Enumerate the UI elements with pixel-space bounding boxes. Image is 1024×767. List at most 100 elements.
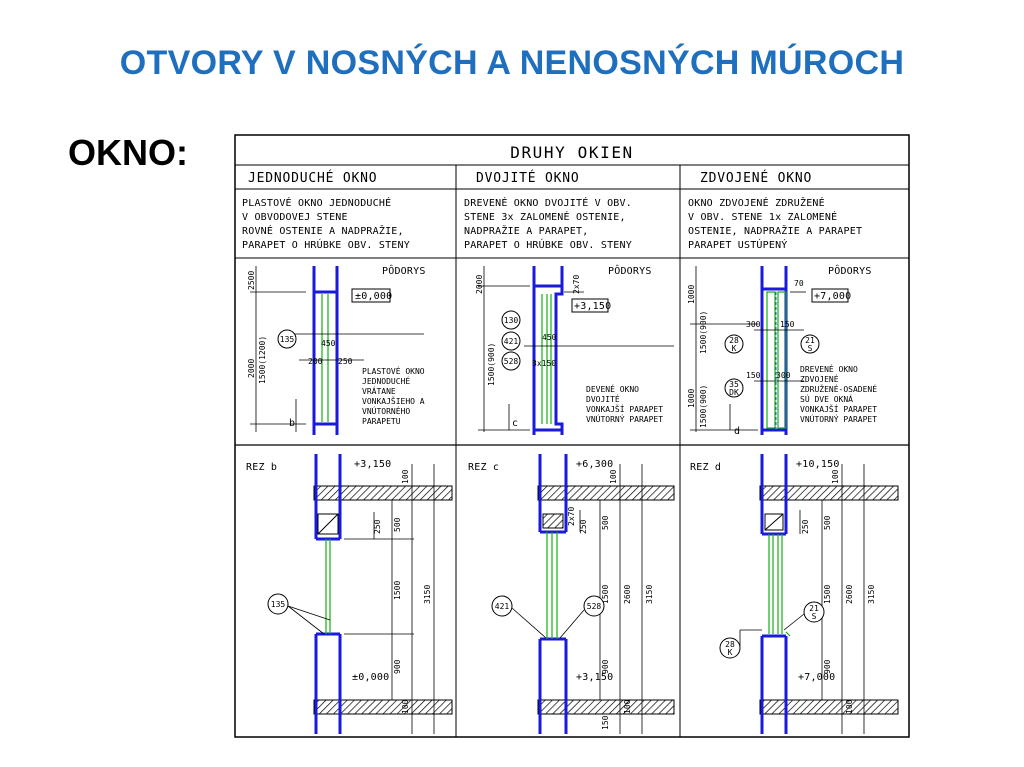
plan-double: PÔDORYS +3,150 2000 1500(900) 2x70 450 3… bbox=[475, 264, 674, 435]
note-line: VONKAJŠIEHO A bbox=[362, 395, 425, 406]
dim-text: 900 bbox=[393, 659, 402, 674]
section-level: +3,150 bbox=[354, 459, 391, 470]
plan-note: PLASTOVÉ OKNO JEDNODUCHÉ VRÁTANE VONKAJŠ… bbox=[362, 365, 425, 426]
dim-text: 100 bbox=[401, 699, 410, 714]
plan-single: PÔDORYS ±0,000 2500 2000 1500(1200) 450 … bbox=[247, 264, 426, 435]
description-line: PARAPET O HRÚBKE OBV. STENY bbox=[242, 238, 410, 251]
dim-text: 500 bbox=[601, 515, 610, 530]
dim-text: 1500 bbox=[601, 585, 610, 604]
dim-text: 1500(900) bbox=[699, 385, 708, 428]
dim-text: 150 bbox=[746, 371, 761, 380]
description-line: ROVNÉ OSTENIE A NADPRAŽIE, bbox=[242, 224, 404, 237]
section-coupled: REZ d +10,150 +7,000 100 500 250 1500 26… bbox=[690, 454, 899, 734]
section-level: +6,300 bbox=[576, 459, 613, 470]
description-line: V OBV. STENE 1x ZALOMENÉ bbox=[688, 210, 837, 223]
dim-text: 300 bbox=[746, 320, 761, 329]
section-label: REZ d bbox=[690, 462, 721, 473]
description-line: PLASTOVÉ OKNO JEDNODUCHÉ bbox=[242, 196, 391, 209]
dim-text: 3x150 bbox=[532, 359, 556, 368]
dim-text: 1000 bbox=[687, 285, 696, 304]
dim-text: 2600 bbox=[623, 585, 632, 604]
window-types-drawing: DRUHY OKIEN JEDNODUCHÉ OKNO DVOJITÉ OKNO… bbox=[234, 134, 910, 738]
tag-circle: 528 bbox=[504, 357, 519, 366]
note-line: DEVENÉ OKNO bbox=[586, 383, 639, 394]
dim-text: 2000 bbox=[247, 359, 256, 378]
note-line: JEDNODUCHÉ bbox=[362, 375, 410, 386]
tag-circle: 421 bbox=[495, 602, 510, 611]
section-label: REZ c bbox=[468, 462, 499, 473]
plan-note: DREVENÉ OKNO ZDVOJENÉ ZDRUŽENÉ-OSADENÉ S… bbox=[800, 363, 877, 424]
dim-text: 70 bbox=[794, 279, 804, 288]
section-marker: c bbox=[512, 418, 518, 429]
note-line: ZDVOJENÉ bbox=[800, 373, 839, 384]
description-line: PARAPET USTÚPENÝ bbox=[688, 238, 788, 251]
dim-text: 500 bbox=[393, 517, 402, 532]
dim-text: 500 bbox=[823, 515, 832, 530]
note-line: PLASTOVÉ OKNO bbox=[362, 365, 425, 376]
plan-label: PÔDORYS bbox=[828, 264, 872, 277]
drawing-frame bbox=[234, 134, 910, 738]
section-single: REZ b +3,150 ±0,000 100 500 250 1500 bbox=[246, 454, 453, 734]
dim-text: 200 bbox=[308, 357, 323, 366]
section-level: +7,000 bbox=[798, 672, 835, 683]
section-level: +10,150 bbox=[796, 459, 840, 470]
dim-text: 1500(1200) bbox=[258, 336, 267, 384]
plan-level: ±0,000 bbox=[355, 291, 392, 302]
dim-text: 450 bbox=[542, 333, 557, 342]
note-line: PARAPETU bbox=[362, 417, 401, 426]
dim-text: 250 bbox=[579, 519, 588, 534]
description-line: OKNO ZDVOJENÉ ZDRUŽENÉ bbox=[688, 196, 825, 209]
dim-text: 2x70 bbox=[567, 507, 576, 526]
plan-label: PÔDORYS bbox=[608, 264, 652, 277]
tag-circle: 421 bbox=[504, 337, 519, 346]
description-line: V OBVODOVEJ STENE bbox=[242, 212, 348, 223]
note-line: DVOJITÉ bbox=[586, 393, 620, 404]
column-header-single: JEDNODUCHÉ OKNO bbox=[248, 170, 377, 186]
section-level: +3,150 bbox=[576, 672, 613, 683]
plan-coupled: PÔDORYS +7,000 1000 1000 1500(900) 1500(… bbox=[687, 264, 877, 437]
plan-label: PÔDORYS bbox=[382, 264, 426, 277]
dim-text: 450 bbox=[321, 339, 336, 348]
dim-text: 300 bbox=[776, 371, 791, 380]
description-coupled: OKNO ZDVOJENÉ ZDRUŽENÉ V OBV. STENE 1x Z… bbox=[688, 196, 862, 251]
note-line: VNÚTORNÝ PARAPET bbox=[586, 413, 663, 424]
dim-text: 3150 bbox=[867, 585, 876, 604]
section-marker: d bbox=[734, 426, 740, 437]
dim-text: 150 bbox=[780, 320, 795, 329]
dim-text: 2500 bbox=[247, 271, 256, 290]
tag-circle: 135 bbox=[271, 600, 286, 609]
section-label: REZ b bbox=[246, 462, 277, 473]
dim-text: 900 bbox=[601, 659, 610, 674]
dim-text: 100 bbox=[831, 469, 840, 484]
description-line: NADPRAŽIE A PARAPET, bbox=[464, 224, 588, 237]
dim-text: 1500 bbox=[823, 585, 832, 604]
note-line: VONKAJŠÍ PARAPET bbox=[800, 403, 877, 414]
tag-circle: 528 bbox=[587, 602, 602, 611]
dim-text: 250 bbox=[338, 357, 353, 366]
column-header-coupled: ZDVOJENÉ OKNO bbox=[700, 170, 812, 186]
note-line: VNÚTORNÝ PARAPET bbox=[800, 413, 877, 424]
description-line: DREVENÉ OKNO DVOJITÉ V OBV. bbox=[464, 196, 632, 209]
note-line: VONKAJŠÍ PARAPET bbox=[586, 403, 663, 414]
plan-level: +7,000 bbox=[814, 291, 851, 302]
plan-level: +3,150 bbox=[574, 301, 611, 312]
dim-text: 100 bbox=[401, 469, 410, 484]
dim-text: 2000 bbox=[475, 275, 484, 294]
dim-text: 1500(900) bbox=[487, 343, 496, 386]
section-level: ±0,000 bbox=[352, 672, 389, 683]
tag-circle: 135 bbox=[280, 335, 295, 344]
dim-text: 900 bbox=[823, 659, 832, 674]
dim-text: 250 bbox=[801, 519, 810, 534]
dim-text: 150 bbox=[601, 715, 610, 730]
note-line: ZDRUŽENÉ-OSADENÉ bbox=[800, 383, 877, 394]
dim-text: 250 bbox=[373, 519, 382, 534]
column-header-double: DVOJITÉ OKNO bbox=[476, 170, 580, 186]
dim-text: 1000 bbox=[687, 389, 696, 408]
okno-label: OKNO: bbox=[68, 132, 188, 173]
description-line: STENE 3x ZALOMENÉ OSTENIE, bbox=[464, 210, 626, 223]
note-line: VRÁTANE bbox=[362, 385, 396, 396]
